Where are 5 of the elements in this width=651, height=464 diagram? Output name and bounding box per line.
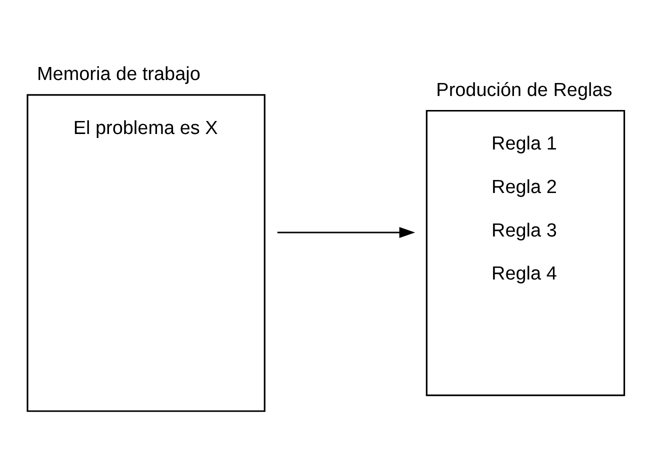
node-label: Memoria de trabajo bbox=[36, 64, 200, 85]
arrow bbox=[277, 226, 416, 238]
node-label: Produción de Reglas bbox=[436, 79, 612, 100]
node-box: El problema es X bbox=[26, 94, 266, 412]
node-box: Regla 1 Regla 2 Regla 3 Regla 4 bbox=[426, 109, 626, 396]
